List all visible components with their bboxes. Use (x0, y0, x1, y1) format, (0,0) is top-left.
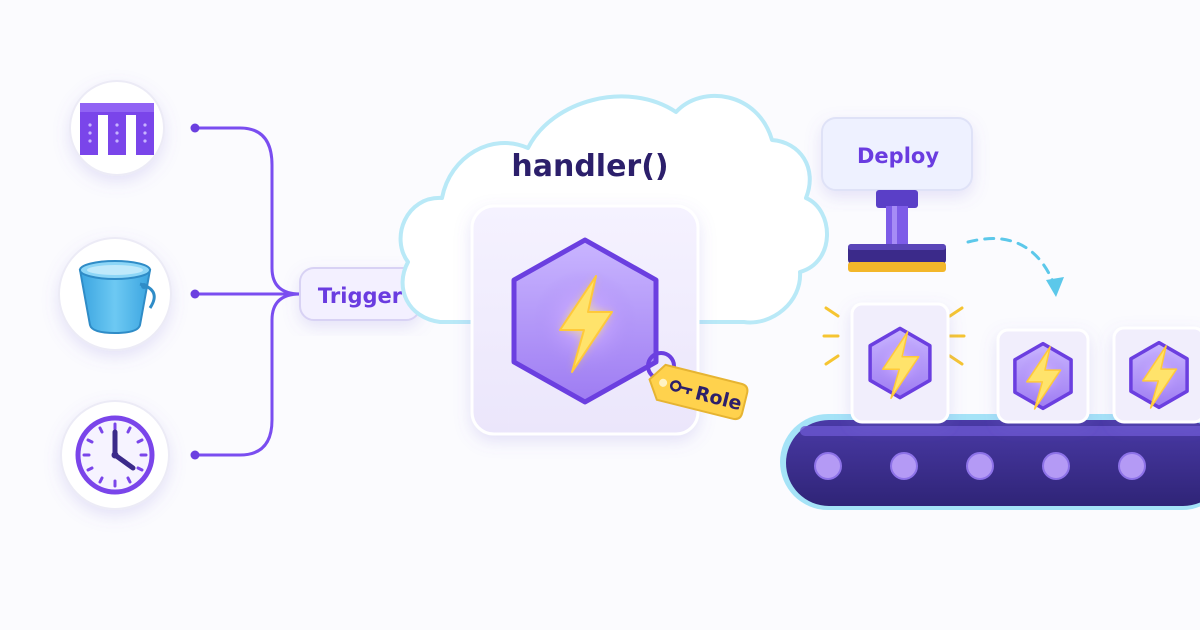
role-tag[interactable]: Role (645, 351, 749, 421)
package-box (1112, 326, 1200, 424)
source-connectors (193, 126, 302, 457)
package-box (850, 302, 950, 424)
key-icon (669, 380, 693, 395)
package-box (996, 328, 1090, 424)
storage-bucket-icon (78, 260, 156, 335)
connector-dots (190, 123, 200, 460)
conveyor-belt (780, 414, 1200, 510)
trigger-label: Trigger (318, 284, 403, 308)
deploy-press (848, 190, 946, 272)
lightning-bolt-icon (1026, 346, 1062, 410)
clock-icon (75, 415, 155, 495)
function-name: handler() (511, 149, 668, 184)
conveyor-packages (850, 302, 1200, 424)
dashed-arrow (966, 237, 1064, 297)
stamp-rays (822, 306, 966, 366)
lightning-bolt-icon (1142, 345, 1178, 409)
deploy-label: Deploy (857, 144, 939, 168)
lightning-bolt-icon (881, 331, 920, 400)
lightning-bolt-icon (559, 275, 613, 373)
api-gateway-icon (80, 103, 154, 155)
